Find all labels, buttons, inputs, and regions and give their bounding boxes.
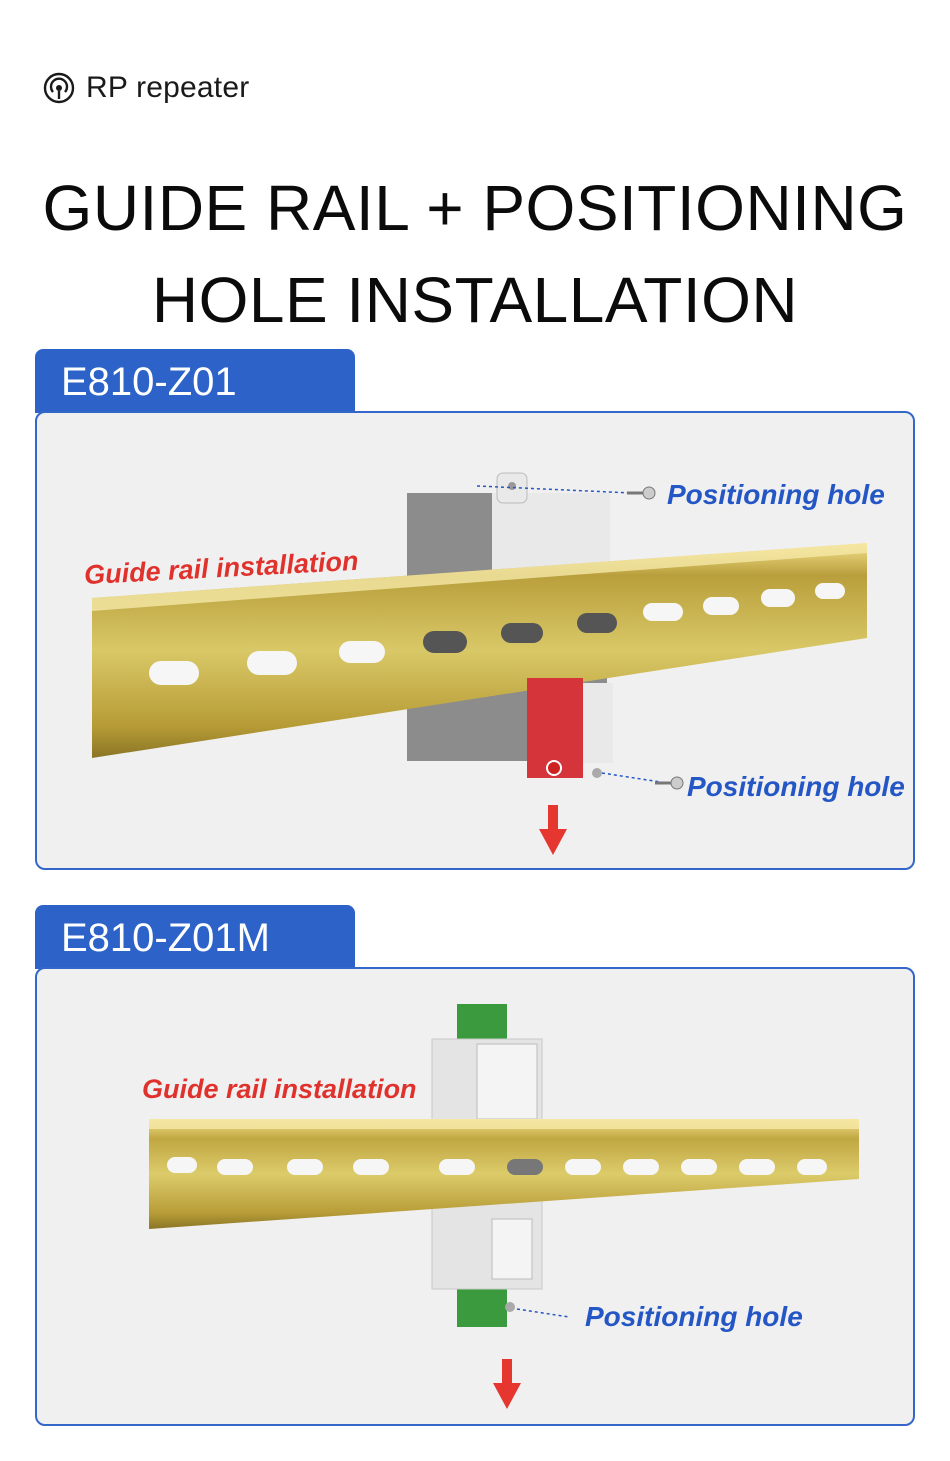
positioning-hole-top <box>508 482 516 490</box>
tab-e810-z01m: E810-Z01M <box>35 905 355 969</box>
din-rail <box>92 543 867 758</box>
rail-label-2: Guide rail installation <box>142 1074 417 1104</box>
green-terminal-top <box>457 1004 507 1044</box>
positioning-hole-2 <box>505 1302 515 1312</box>
positioning-hole-bottom <box>592 768 602 778</box>
positioning-hole-label-top: Positioning hole <box>667 479 885 510</box>
screw-icon-top <box>627 486 656 500</box>
din-rail-2 <box>149 1119 859 1229</box>
tab-e810-z01: E810-Z01 <box>35 349 355 413</box>
down-arrow-icon-2 <box>493 1359 521 1409</box>
title-line-1: GUIDE RAIL + POSITIONING <box>42 172 908 244</box>
signal-icon <box>43 72 75 104</box>
header: RP repeater <box>42 70 249 106</box>
title-line-2: HOLE INSTALLATION <box>151 264 799 336</box>
header-text: RP repeater <box>86 71 250 104</box>
page-title: GUIDE RAIL + POSITIONING HOLE INSTALLATI… <box>0 162 950 346</box>
positioning-hole-label-2: Positioning hole <box>585 1301 803 1332</box>
rail-illustration-1 <box>92 472 867 855</box>
panel-e810-z01: Guide rail installation Positioning hole… <box>35 411 915 870</box>
screw-icon-bottom <box>655 776 684 790</box>
rail-illustration-2 <box>149 1004 859 1409</box>
rail-slots-2 <box>167 1157 827 1175</box>
green-terminal-bottom <box>457 1287 507 1327</box>
rail-slots <box>149 583 845 685</box>
down-arrow-icon <box>539 805 567 855</box>
panel-e810-z01m: Guide rail installation Positioning hole <box>35 967 915 1426</box>
positioning-hole-label-bottom: Positioning hole <box>687 771 905 802</box>
